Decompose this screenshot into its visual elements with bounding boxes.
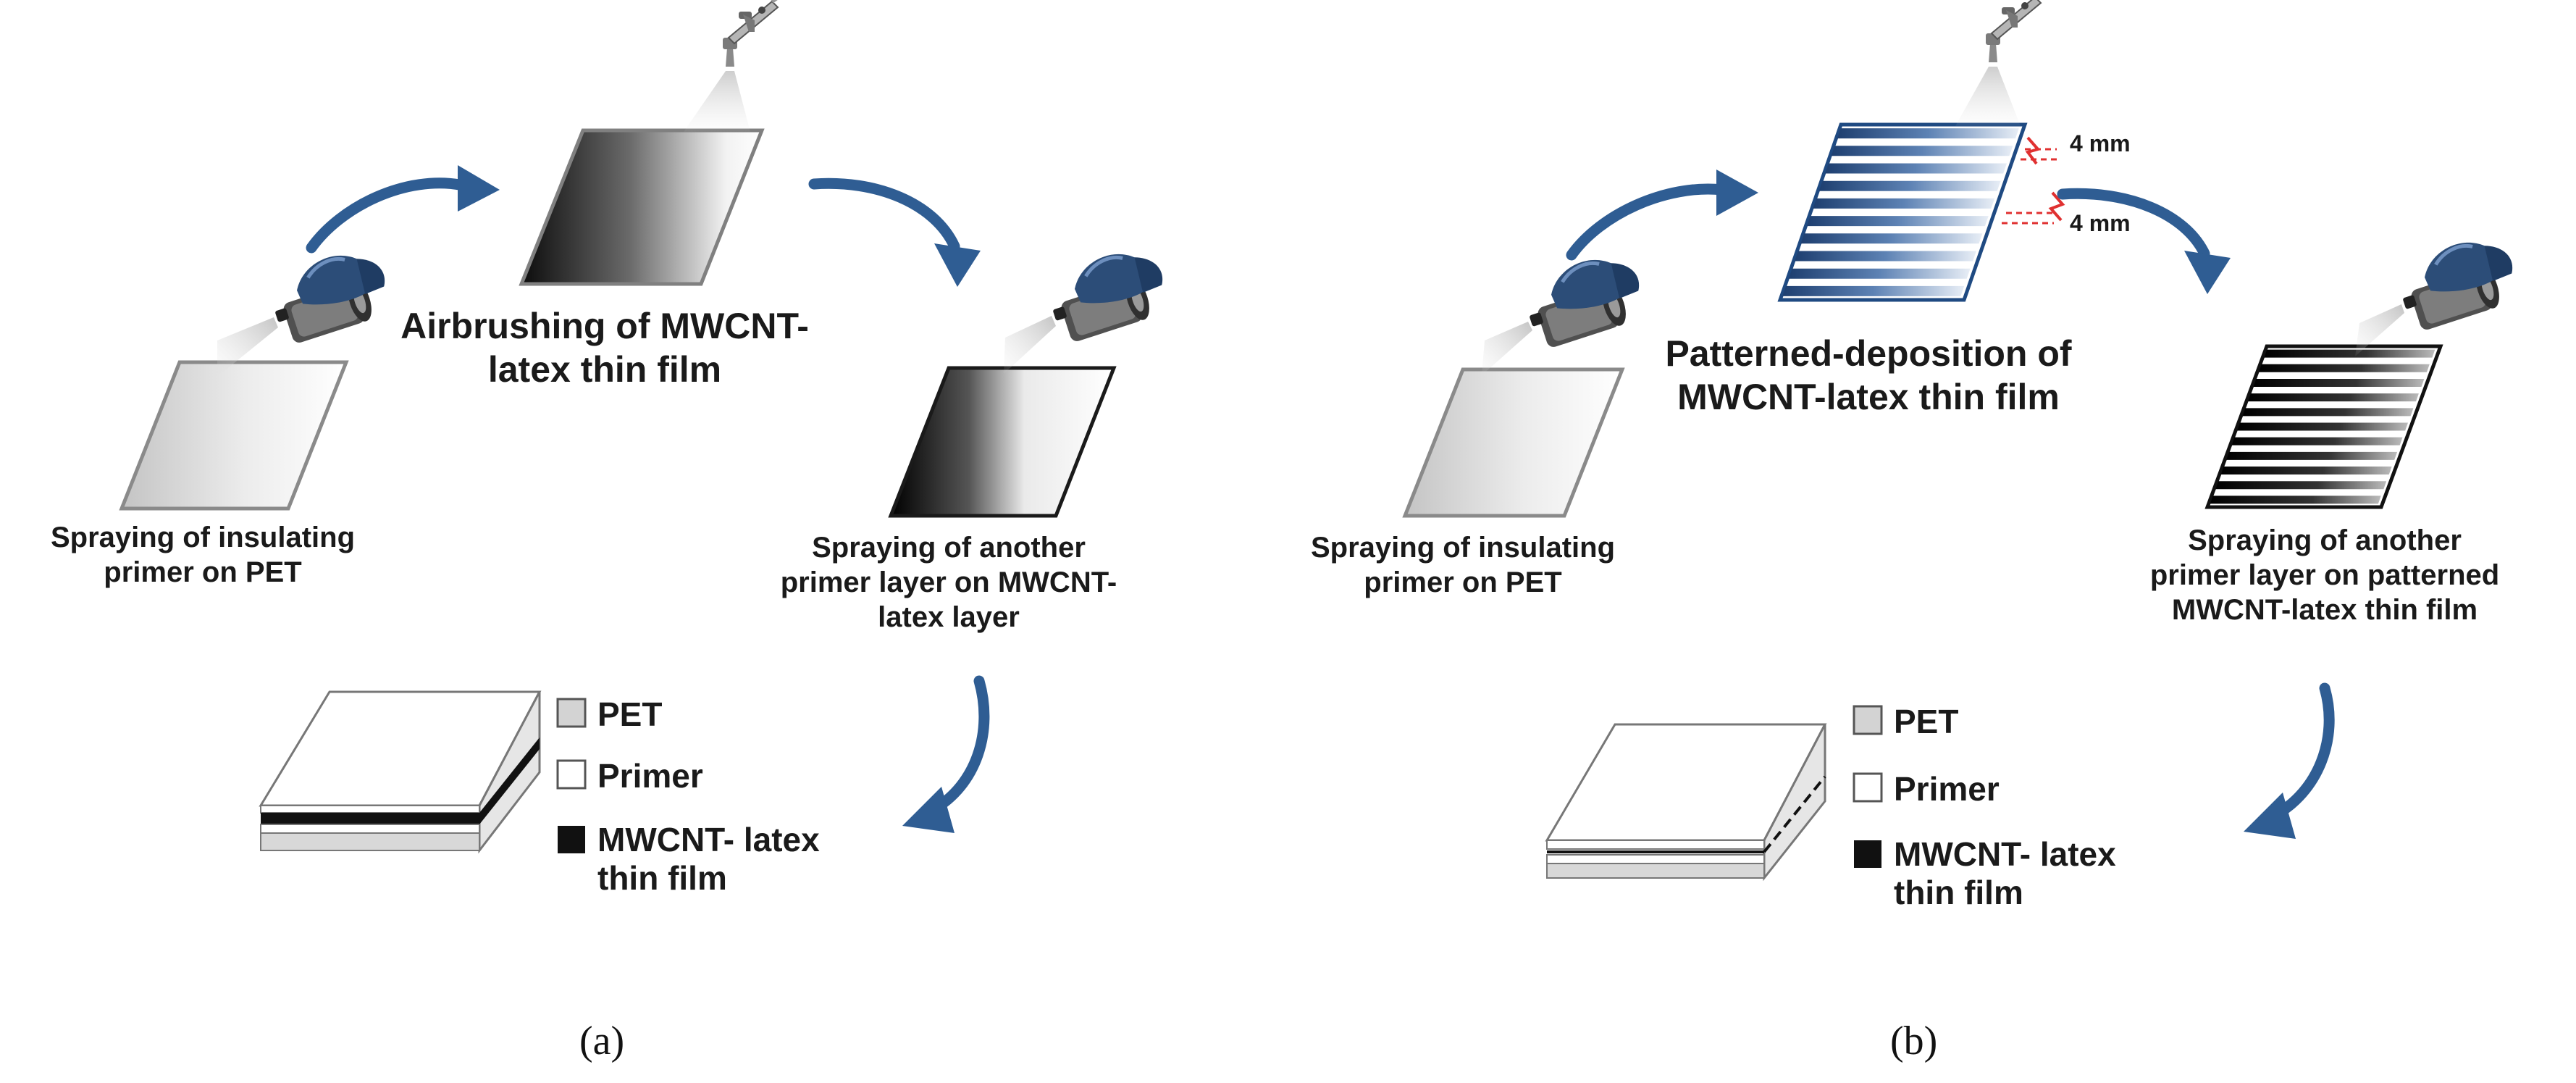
legend-swatch-primer bbox=[1853, 772, 1883, 803]
legend-label-primer: Primer bbox=[1894, 770, 2000, 808]
curved-arrow-icon bbox=[2057, 188, 2210, 259]
curved-arrow-icon bbox=[306, 177, 469, 254]
pattern-stripe bbox=[1818, 180, 2001, 191]
legend-label-film: MWCNT- latex thin film bbox=[1894, 835, 2116, 911]
airbrush-mist bbox=[1955, 67, 2021, 126]
pattern-stripe bbox=[2237, 422, 2408, 431]
pattern-stripe bbox=[1831, 146, 2013, 156]
dimension-marker-1 bbox=[2021, 136, 2057, 165]
pattern-stripe bbox=[2264, 349, 2436, 358]
pattern-stripe bbox=[2248, 393, 2419, 402]
legend-swatch-film bbox=[558, 826, 585, 853]
pattern-stripe bbox=[2258, 364, 2430, 372]
arrow-head bbox=[934, 243, 981, 287]
spray-can-hand-icon bbox=[1042, 241, 1174, 346]
legend-swatch-pet bbox=[1853, 705, 1883, 735]
legend-swatch-pet bbox=[556, 698, 587, 728]
legend-label-pet: PET bbox=[1894, 703, 1959, 740]
arrow-head bbox=[902, 787, 955, 833]
pattern-stripes-dark bbox=[2210, 349, 2436, 504]
spray-mist bbox=[217, 317, 278, 377]
legend-swatch-film bbox=[1854, 840, 1881, 868]
legend-label-primer: Primer bbox=[597, 757, 703, 795]
arrow-head bbox=[2184, 251, 2231, 294]
legend-label-pet: PET bbox=[597, 695, 663, 733]
layer-stack-illustration bbox=[259, 690, 542, 854]
pattern-stripe bbox=[2242, 408, 2414, 417]
step-label-airbrushing: Airbrushing of MWCNT- latex thin film bbox=[400, 306, 809, 390]
dimension-label-2: 4 mm bbox=[2070, 210, 2131, 236]
curved-arrow-icon bbox=[1566, 183, 1728, 261]
step-label-spray-another-primer: Spraying of another primer layer on patt… bbox=[2149, 524, 2500, 626]
pattern-stripe bbox=[2231, 437, 2403, 446]
pattern-stripe bbox=[1813, 198, 1995, 209]
legend-label-film: MWCNT- latex thin film bbox=[597, 821, 820, 897]
pattern-stripe bbox=[1825, 163, 2007, 174]
curved-arrow-icon bbox=[927, 675, 990, 816]
curved-arrow-icon bbox=[808, 177, 960, 252]
pattern-stripe bbox=[1782, 285, 1965, 296]
panel-b bbox=[1402, 0, 2524, 882]
arrow-head bbox=[2244, 793, 2296, 839]
panel-b-caption: (b) bbox=[1890, 1019, 1938, 1063]
spray-can-hand-icon bbox=[2392, 230, 2524, 334]
panel-a bbox=[119, 0, 1174, 854]
arrow-head bbox=[458, 165, 500, 212]
arrow-head bbox=[1716, 170, 1758, 216]
pattern-stripe bbox=[2215, 481, 2387, 490]
panel-a-caption: (a) bbox=[579, 1019, 625, 1063]
primer-on-film-sheet bbox=[888, 366, 1117, 518]
pattern-stripe bbox=[1800, 233, 1983, 244]
pattern-stripe bbox=[2210, 495, 2381, 504]
pattern-stripe bbox=[2253, 378, 2425, 387]
airbrush-icon bbox=[723, 0, 794, 67]
spray-mist bbox=[1482, 322, 1532, 375]
pattern-stripes bbox=[1782, 128, 2019, 296]
layer-stack-illustration bbox=[1545, 723, 1827, 882]
step-label-spray-primer: Spraying of insulating primer on PET bbox=[50, 522, 356, 588]
step-label-spray-primer: Spraying of insulating primer on PET bbox=[1310, 532, 1616, 598]
legend-swatch-primer bbox=[556, 759, 587, 790]
mwcnt-latex-film-sheet bbox=[519, 128, 765, 286]
airbrush-icon bbox=[1986, 0, 2057, 62]
step-label-spray-another-primer: Spraying of another primer layer on MWCN… bbox=[780, 532, 1117, 633]
dimension-marker-2 bbox=[2002, 191, 2065, 225]
curved-arrow-icon bbox=[2268, 682, 2335, 821]
primer-coated-pet-sheet bbox=[119, 360, 349, 511]
step-label-patterned-deposition: Patterned-deposition of MWCNT-latex thin… bbox=[1665, 333, 2072, 417]
pattern-stripe bbox=[1788, 268, 1971, 279]
pattern-stripe bbox=[2226, 451, 2398, 460]
spray-mist bbox=[1004, 316, 1056, 374]
pattern-stripe bbox=[1837, 128, 2019, 139]
pattern-stripe bbox=[1806, 216, 1989, 227]
spray-mist bbox=[2355, 304, 2404, 356]
pattern-stripe bbox=[1795, 251, 1976, 262]
dimension-label-1: 4 mm bbox=[2070, 130, 2131, 156]
primer-coated-pet-sheet bbox=[1402, 367, 1625, 518]
pattern-stripe bbox=[2220, 467, 2392, 475]
airbrush-mist bbox=[684, 71, 750, 132]
